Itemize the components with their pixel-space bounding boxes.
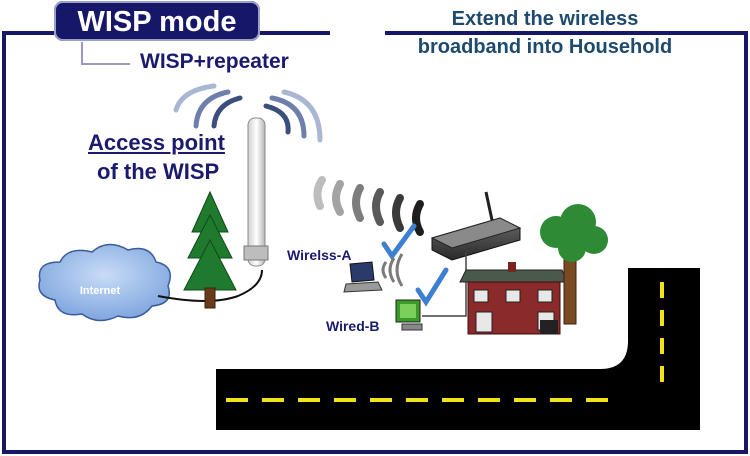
internet-cable — [157, 269, 263, 302]
road — [216, 268, 700, 430]
subtitle: WISP+repeater — [140, 50, 289, 73]
internet-cloud — [38, 243, 171, 322]
desktop-icon — [395, 299, 423, 331]
laptop-icon — [343, 261, 383, 293]
antenna-signal-waves — [173, 83, 323, 143]
repeater-router — [430, 191, 522, 261]
house — [459, 262, 569, 335]
tagline-line-1: Extend the wireless — [451, 8, 639, 30]
tagline-line-2: broadband into Household — [417, 36, 673, 58]
wired-client-label: Wired-B — [326, 318, 380, 334]
wisp-antenna — [243, 117, 269, 267]
wireless-client-label: Wirelss-A — [287, 247, 352, 263]
wireless-check-icon — [381, 223, 417, 261]
page-title: WISP mode — [77, 6, 237, 38]
client-signal-waves — [381, 253, 404, 287]
internet-label: Internet — [80, 285, 121, 297]
subtitle-connector — [81, 42, 130, 65]
access-point-label-line-1: Access point — [88, 130, 225, 155]
title-badge: WISP mode — [54, 1, 260, 41]
access-point-label-line-2: of the WISP — [97, 159, 220, 184]
pine-tree — [183, 190, 237, 309]
link-signal-waves — [313, 176, 424, 236]
wired-check-icon — [415, 267, 449, 307]
deciduous-tree — [540, 204, 608, 325]
frame-border — [2, 31, 748, 454]
wired-cable — [422, 252, 467, 317]
